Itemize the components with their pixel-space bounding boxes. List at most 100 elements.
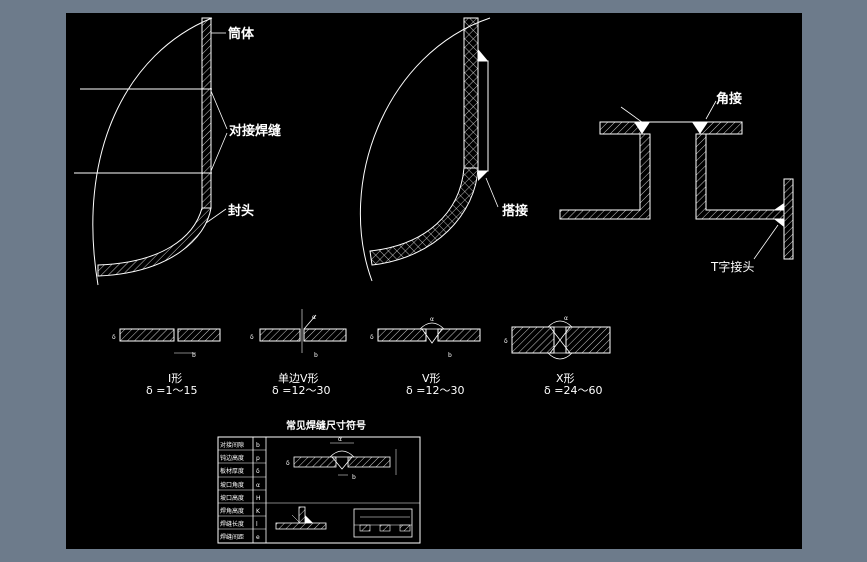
groove-v-plate-right bbox=[437, 328, 481, 342]
corner-right-leg bbox=[695, 133, 785, 220]
row-name-0: 对接间隙 bbox=[220, 441, 244, 449]
groove-x-d: δ bbox=[504, 338, 508, 345]
lap-fillet-top bbox=[478, 49, 488, 61]
groove-x-alpha: α bbox=[564, 315, 568, 322]
head-wall bbox=[97, 207, 212, 277]
groove-i-plate-left bbox=[119, 328, 175, 342]
groove-i-name: I形 bbox=[168, 372, 182, 385]
row-sym-4: H bbox=[256, 495, 261, 502]
groove-v-b: b bbox=[448, 352, 452, 359]
table-fillet-weld bbox=[305, 515, 313, 523]
corner-left-leg bbox=[559, 133, 651, 220]
table-dim-delta: δ bbox=[286, 460, 290, 467]
row-sym-6: l bbox=[256, 521, 258, 528]
groove-sb-plate-left bbox=[259, 328, 301, 342]
row-name-1: 钝边高度 bbox=[220, 454, 244, 462]
groove-i-d: δ bbox=[112, 334, 116, 341]
row-sym-7: e bbox=[256, 534, 260, 541]
groove-i: b δ I形 δ =1～15 bbox=[112, 328, 221, 397]
row-sym-2: δ bbox=[256, 468, 260, 475]
groove-v-d: δ bbox=[370, 334, 374, 341]
table-weld-cap bbox=[329, 450, 355, 458]
groove-x-range: δ =24～60 bbox=[544, 384, 602, 397]
head-outline-curve bbox=[92, 17, 213, 286]
drawing-canvas: 筒体 对接焊缝 封头 搭接 角接 T字接头 b δ bbox=[66, 13, 802, 549]
row-name-4: 坡口高度 bbox=[220, 494, 244, 502]
table-dim-b: b bbox=[352, 474, 356, 481]
groove-sb-range: δ =12～30 bbox=[272, 384, 330, 397]
label-shell: 筒体 bbox=[228, 26, 255, 42]
leader-corner-2 bbox=[620, 106, 647, 126]
table-fillet-base bbox=[275, 522, 327, 530]
lap-overlap-plate bbox=[477, 60, 489, 172]
groove-x-cap-top bbox=[547, 320, 573, 328]
table-weld-plate-right bbox=[347, 456, 391, 468]
row-name-7: 焊缝间距 bbox=[220, 533, 244, 541]
table-dim-alpha: α bbox=[338, 436, 342, 443]
groove-v-range: δ =12～30 bbox=[406, 384, 464, 397]
groove-single-bevel: α b δ 单边V形 δ =12～30 bbox=[250, 309, 347, 397]
groove-sb-bevel bbox=[303, 314, 317, 330]
row-name-3: 坡口角度 bbox=[220, 481, 244, 489]
row-sym-0: b bbox=[256, 442, 260, 449]
table-stitch-3 bbox=[399, 524, 411, 532]
table-stitch-2 bbox=[379, 524, 391, 532]
groove-i-plate-right bbox=[177, 328, 221, 342]
shell-wall bbox=[201, 17, 212, 209]
groove-x-cap-bottom bbox=[547, 352, 573, 360]
corner-t-joint-figure: 角接 T字接头 bbox=[559, 91, 794, 274]
row-name-5: 焊角高度 bbox=[220, 507, 244, 515]
lap-outline-curve bbox=[359, 17, 491, 282]
t-joint-plate bbox=[783, 178, 794, 260]
label-butt-weld: 对接焊缝 bbox=[229, 123, 281, 139]
leader-t-joint bbox=[753, 224, 779, 260]
groove-sb-name: 单边V形 bbox=[278, 372, 319, 385]
weld-drawing: 筒体 对接焊缝 封头 搭接 角接 T字接头 b δ bbox=[74, 17, 794, 544]
row-sym-3: α bbox=[256, 482, 260, 489]
leader-head bbox=[205, 208, 227, 224]
groove-sb-b: b bbox=[314, 352, 318, 359]
label-t-joint: T字接头 bbox=[710, 259, 754, 274]
leader-corner bbox=[705, 100, 717, 120]
groove-x-weld-top bbox=[549, 326, 571, 341]
label-corner: 角接 bbox=[716, 91, 742, 107]
lap-joint-figure: 搭接 bbox=[359, 17, 528, 282]
groove-x-plate-left bbox=[511, 326, 555, 354]
leader-lap bbox=[485, 177, 499, 208]
groove-v-plate-left bbox=[377, 328, 427, 342]
groove-sb-plate-right bbox=[303, 328, 347, 342]
lap-fillet-bottom bbox=[478, 171, 488, 181]
groove-v-cap bbox=[419, 322, 445, 330]
table-weld-plate-left bbox=[293, 456, 337, 468]
table-stitch-1 bbox=[359, 524, 371, 532]
leader-weld-2 bbox=[210, 132, 228, 172]
weld-symbol-table: 常见焊缝尺寸符号 对接间隙 b 钝边高度 p 板材厚度 δ 坡口角度 α 坡口高… bbox=[217, 419, 421, 544]
t-joint-fillet-2 bbox=[774, 219, 784, 227]
groove-sb-alpha: α bbox=[312, 314, 316, 321]
groove-v-name: V形 bbox=[422, 372, 441, 385]
groove-v: α b δ V形 δ =12～30 bbox=[370, 316, 481, 397]
groove-v-alpha: α bbox=[430, 316, 434, 323]
label-lap: 搭接 bbox=[502, 203, 528, 219]
groove-i-range: δ =1～15 bbox=[146, 384, 197, 397]
label-head: 封头 bbox=[228, 203, 254, 219]
leader-weld-1 bbox=[210, 90, 228, 130]
row-name-2: 板材厚度 bbox=[220, 467, 244, 475]
row-sym-1: p bbox=[256, 455, 260, 462]
groove-x-weld-bottom bbox=[549, 339, 571, 354]
row-sym-5: K bbox=[256, 508, 261, 515]
groove-sb-d: δ bbox=[250, 334, 254, 341]
corner-fillet-right bbox=[692, 122, 708, 134]
groove-x-name: X形 bbox=[556, 372, 575, 385]
table-title: 常见焊缝尺寸符号 bbox=[286, 419, 366, 432]
groove-x: α δ X形 δ =24～60 bbox=[504, 315, 611, 397]
table-stitch-box bbox=[353, 508, 413, 538]
row-name-6: 焊缝长度 bbox=[220, 520, 244, 528]
t-joint-fillet bbox=[774, 203, 784, 210]
table-weld-v bbox=[331, 456, 353, 470]
table-fillet-stem bbox=[298, 506, 306, 524]
lap-shell-wall bbox=[463, 17, 479, 169]
lap-head-wall bbox=[369, 167, 479, 266]
groove-x-plate-right bbox=[565, 326, 611, 354]
groove-v-weld bbox=[421, 328, 443, 344]
